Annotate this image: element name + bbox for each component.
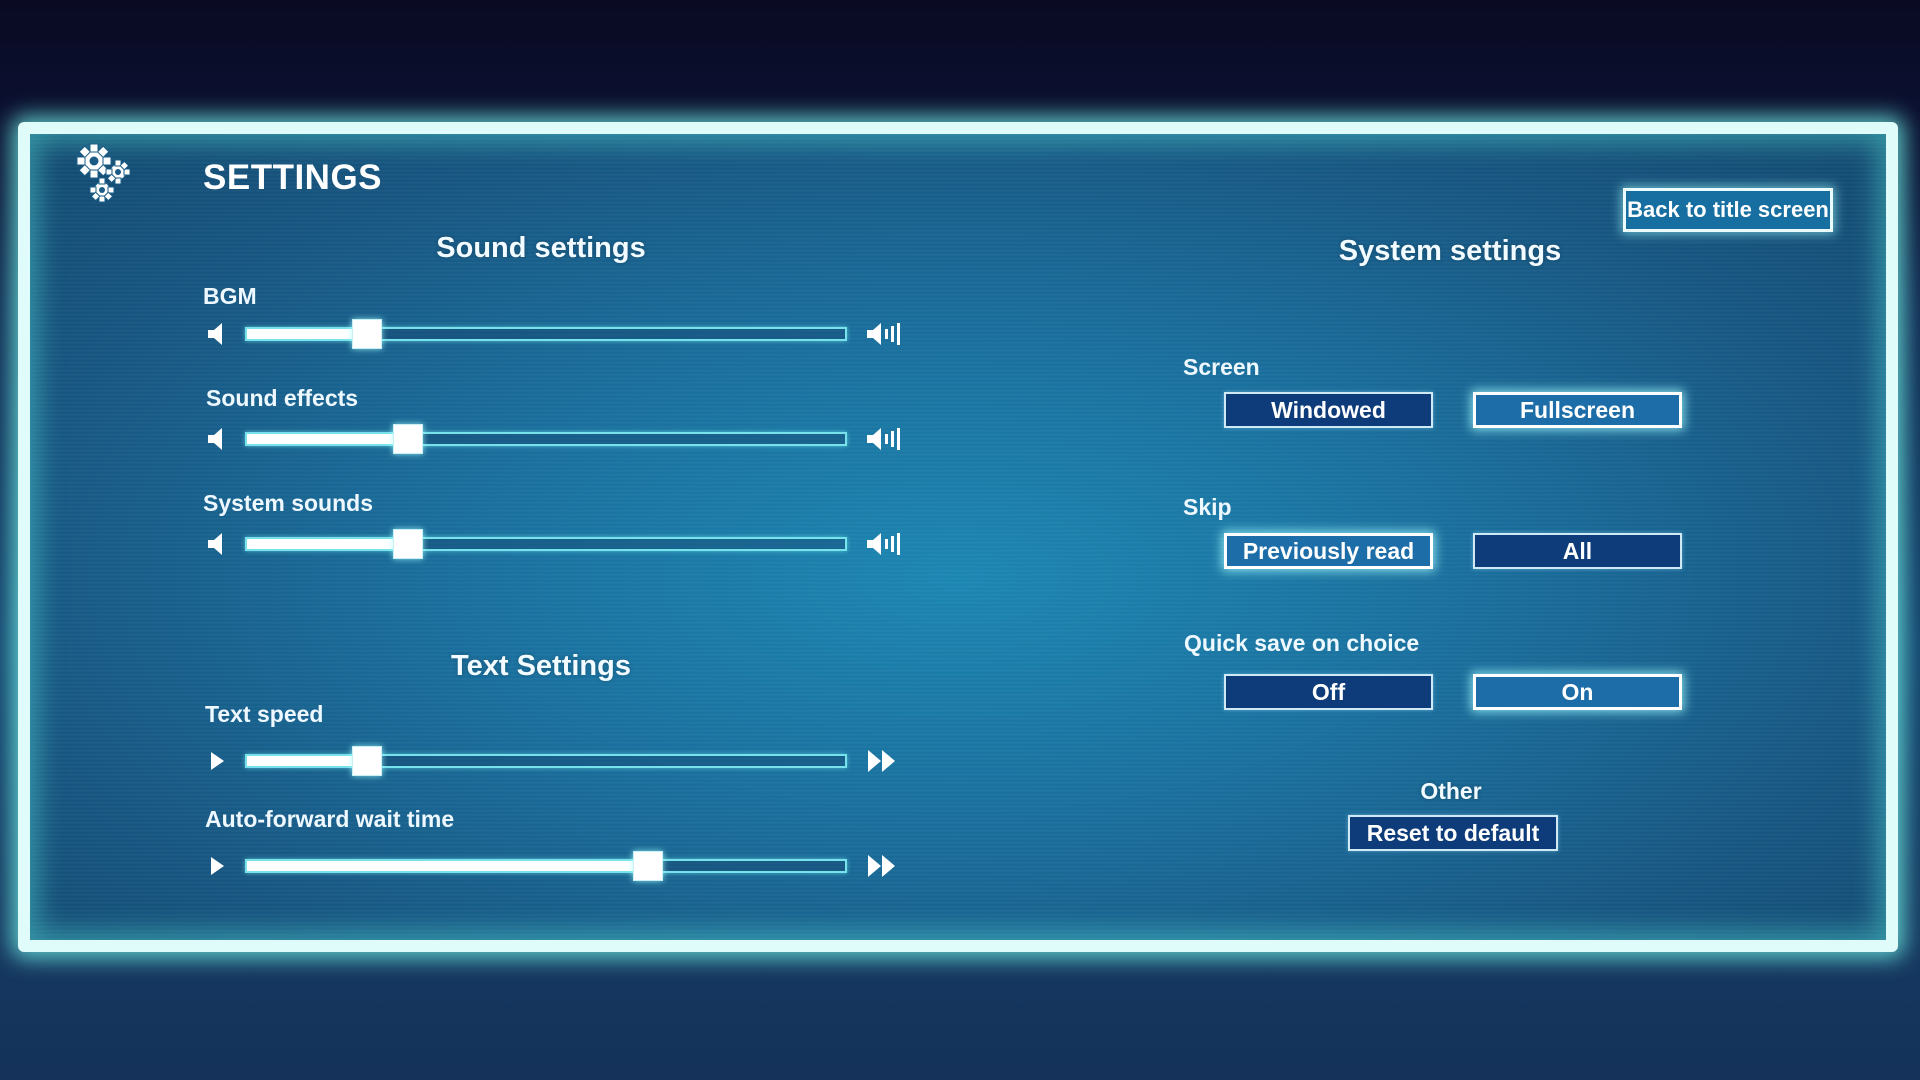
sound-effects-slider-row bbox=[205, 419, 905, 459]
fullscreen-button[interactable]: Fullscreen bbox=[1473, 392, 1682, 428]
auto-forward-slider-fill bbox=[247, 861, 648, 871]
fast-forward-icon[interactable] bbox=[865, 852, 901, 880]
system-sounds-label: System sounds bbox=[203, 490, 373, 516]
auto-forward-slider-row bbox=[205, 846, 905, 886]
skip-previously-read-button[interactable]: Previously read bbox=[1224, 533, 1433, 569]
text-speed-label: Text speed bbox=[205, 701, 324, 727]
bgm-label: BGM bbox=[203, 283, 257, 309]
text-speed-slider-fill bbox=[247, 756, 367, 766]
text-settings-heading: Text Settings bbox=[451, 650, 631, 682]
volume-high-icon[interactable] bbox=[865, 530, 901, 558]
reset-to-default-button[interactable]: Reset to default bbox=[1348, 815, 1558, 851]
system-sounds-slider-track[interactable] bbox=[245, 529, 847, 559]
auto-forward-slider-handle[interactable] bbox=[632, 851, 663, 881]
bgm-slider-track[interactable] bbox=[245, 319, 847, 349]
quick-save-off-button[interactable]: Off bbox=[1224, 674, 1433, 710]
windowed-button[interactable]: Windowed bbox=[1224, 392, 1433, 428]
text-speed-slider-row bbox=[205, 741, 905, 781]
volume-low-icon[interactable] bbox=[205, 425, 231, 453]
play-icon[interactable] bbox=[205, 852, 231, 880]
volume-high-icon[interactable] bbox=[865, 320, 901, 348]
sound-effects-slider-handle[interactable] bbox=[393, 424, 424, 454]
page-title: SETTINGS bbox=[203, 158, 383, 197]
gear-icon bbox=[76, 143, 131, 203]
bgm-slider-row bbox=[205, 314, 905, 354]
fast-forward-icon[interactable] bbox=[865, 747, 901, 775]
sound-settings-heading: Sound settings bbox=[436, 232, 646, 264]
auto-forward-slider-track[interactable] bbox=[245, 851, 847, 881]
back-to-title-button[interactable]: Back to title screen bbox=[1623, 188, 1833, 232]
skip-label: Skip bbox=[1183, 494, 1232, 520]
system-settings-heading: System settings bbox=[1338, 235, 1562, 267]
sound-effects-label: Sound effects bbox=[206, 385, 359, 411]
volume-low-icon[interactable] bbox=[205, 320, 231, 348]
volume-low-icon[interactable] bbox=[205, 530, 231, 558]
volume-high-icon[interactable] bbox=[865, 425, 901, 453]
text-speed-slider-handle[interactable] bbox=[351, 746, 382, 776]
auto-forward-label: Auto-forward wait time bbox=[205, 806, 455, 832]
bgm-slider-fill bbox=[247, 329, 367, 339]
other-label: Other bbox=[1420, 778, 1482, 804]
quick-save-on-button[interactable]: On bbox=[1473, 674, 1682, 710]
system-sounds-slider-handle[interactable] bbox=[393, 529, 424, 559]
sound-effects-slider-track[interactable] bbox=[245, 424, 847, 454]
screen-label: Screen bbox=[1183, 354, 1260, 380]
system-sounds-slider-row bbox=[205, 524, 905, 564]
skip-all-button[interactable]: All bbox=[1473, 533, 1682, 569]
text-speed-slider-track[interactable] bbox=[245, 746, 847, 776]
system-sounds-slider-fill bbox=[247, 539, 409, 549]
bgm-slider-handle[interactable] bbox=[351, 319, 382, 349]
sound-effects-slider-fill bbox=[247, 434, 409, 444]
quick-save-label: Quick save on choice bbox=[1184, 630, 1420, 656]
play-icon[interactable] bbox=[205, 747, 231, 775]
